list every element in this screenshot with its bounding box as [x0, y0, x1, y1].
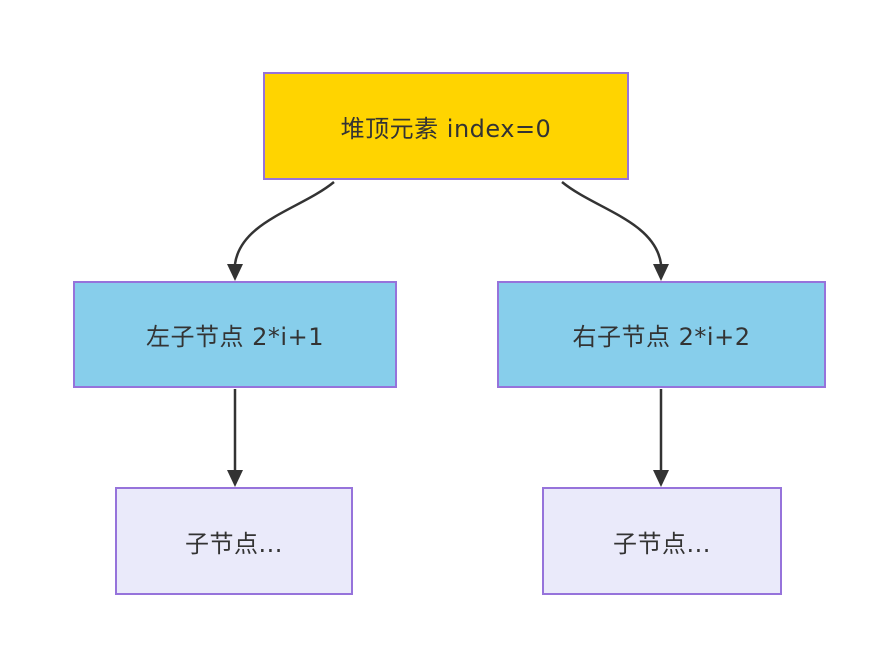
node-right-grandchild-label: 子节点...: [613, 529, 711, 558]
arrowhead-right-child: [653, 264, 669, 281]
node-heap-root-label: 堆顶元素 index=0: [340, 114, 552, 143]
arrowhead-right-grandchild: [653, 470, 669, 487]
node-left-child-label: 左子节点 2*i+1: [146, 323, 324, 351]
node-left-grandchild: 子节点...: [115, 487, 353, 595]
node-right-grandchild: 子节点...: [542, 487, 782, 595]
node-left-grandchild-label: 子节点...: [185, 529, 283, 558]
edge-root-to-right-child: [561, 181, 663, 265]
arrowhead-left-grandchild: [227, 470, 243, 487]
node-right-child: 右子节点 2*i+2: [497, 281, 826, 388]
edge-root-to-left-child: [233, 181, 335, 265]
node-right-child-label: 右子节点 2*i+2: [572, 323, 751, 351]
arrowhead-left-child: [227, 264, 243, 281]
node-heap-root: 堆顶元素 index=0: [263, 72, 629, 180]
node-left-child: 左子节点 2*i+1: [73, 281, 397, 388]
